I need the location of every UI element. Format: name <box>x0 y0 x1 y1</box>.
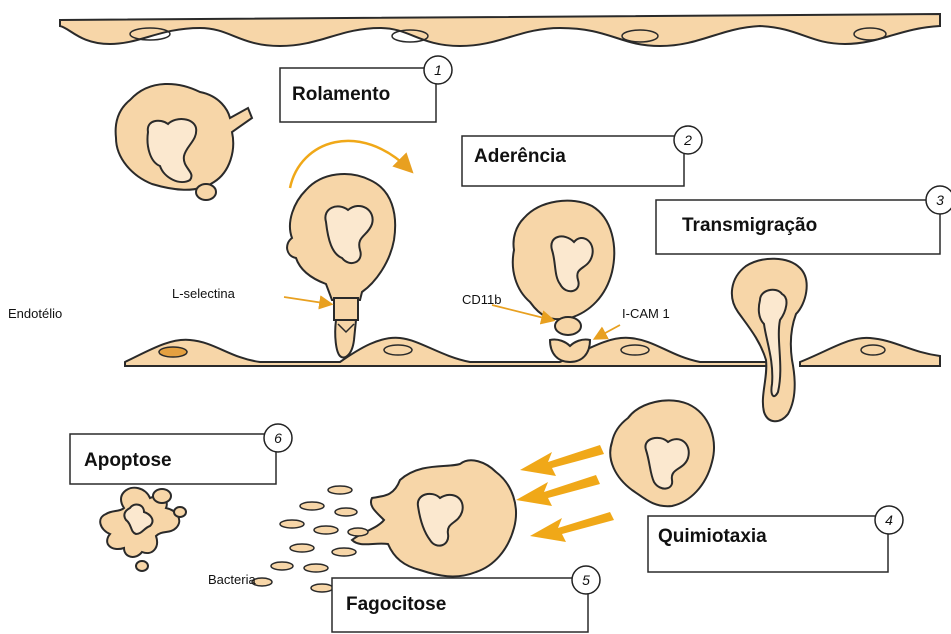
step-number: 2 <box>683 132 692 148</box>
step-box-transmigracao: Transmigração 3 <box>656 186 951 254</box>
apoptotic-cell <box>100 488 186 571</box>
leukocyte-rolling <box>287 174 395 357</box>
step-number: 3 <box>936 192 944 208</box>
step-number: 5 <box>582 572 590 588</box>
step-title: Quimiotaxia <box>658 526 767 547</box>
l-selectin-label: L-selectina <box>172 286 236 301</box>
leukocyte-transmigrating <box>732 259 807 422</box>
step-title: Transmigração <box>682 215 817 236</box>
leukocyte-phagocytosing <box>352 460 516 576</box>
step-title: Aderência <box>474 146 566 167</box>
chemotaxis-arrows <box>516 445 614 542</box>
upper-endothelium <box>60 14 940 46</box>
leukocyte-circulating <box>116 84 252 200</box>
step-number: 4 <box>885 512 893 528</box>
step-title: Rolamento <box>292 84 390 105</box>
step-number: 6 <box>274 430 282 446</box>
step-box-aderencia: Aderência 2 <box>462 126 702 186</box>
icam-label: I-CAM 1 <box>622 306 670 321</box>
step-box-apoptose: Apoptose 6 <box>70 424 292 484</box>
l-selectin-pointer <box>284 297 330 304</box>
cd11b-label: CD11b <box>462 292 502 307</box>
step-box-quimiotaxia: Quimiotaxia 4 <box>648 506 903 572</box>
endothelium-label: Endotélio <box>8 306 62 321</box>
bacteria-cluster <box>252 486 368 592</box>
lower-endothelium <box>125 338 940 366</box>
step-title: Fagocitose <box>346 594 446 615</box>
step-number: 1 <box>434 62 442 78</box>
bacteria-label: Bacteria <box>208 572 256 587</box>
step-box-rolamento: Rolamento 1 <box>280 56 452 122</box>
step-title: Apoptose <box>84 450 172 471</box>
leukocyte-chemotaxis <box>610 400 714 506</box>
leukocyte-adhering <box>513 201 614 362</box>
icam-pointer <box>596 325 620 338</box>
